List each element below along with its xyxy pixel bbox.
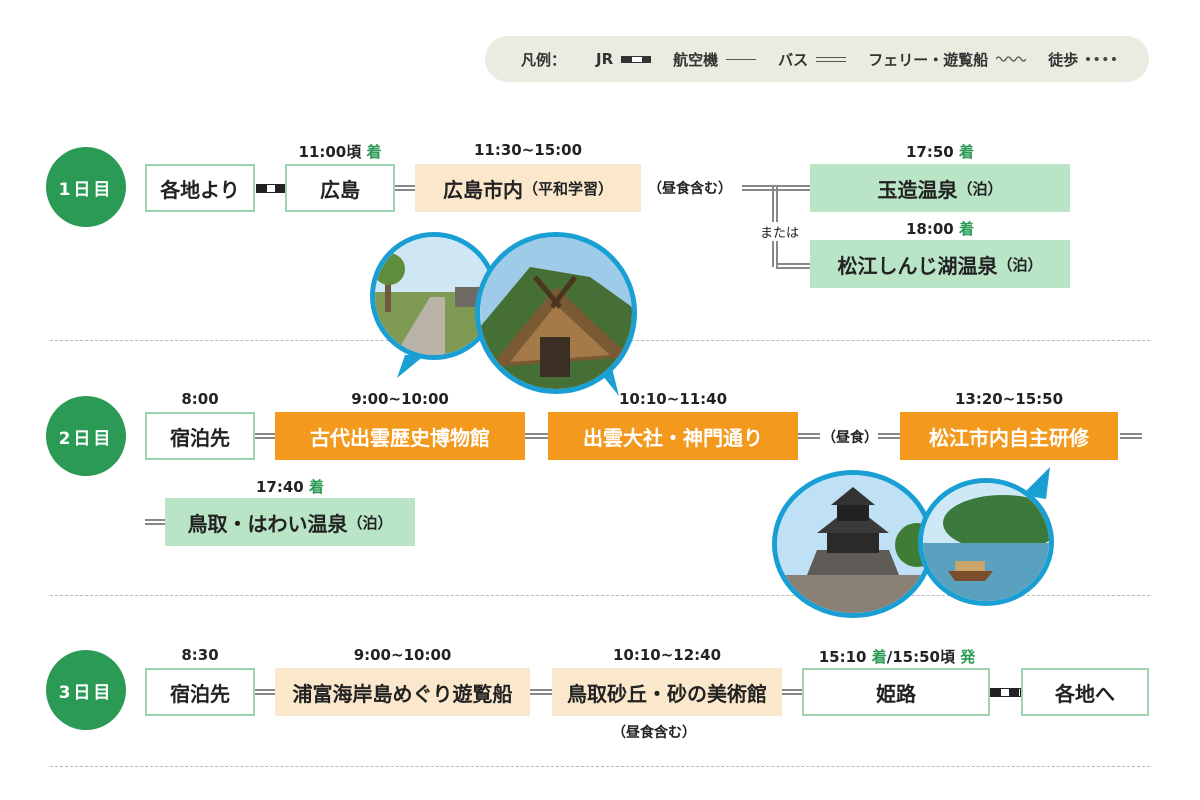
bus-connector [255, 433, 275, 439]
day3-himeji-box: 姫路 [802, 668, 990, 716]
bus-connector [1120, 433, 1142, 439]
photo-izumo-taisha [475, 232, 637, 394]
ferry-line-icon [996, 56, 1027, 62]
legend: 凡例： JR 航空機 バス フェリー・遊覧船 徒歩 [485, 36, 1149, 82]
jr-connector [990, 688, 1021, 697]
bus-connector [525, 433, 548, 439]
separator [50, 595, 1150, 596]
day3-dunes-box: 鳥取砂丘・砂の美術館 [552, 668, 782, 716]
day2-start-time: 8:00 [181, 390, 219, 408]
legend-bus: バス [778, 49, 847, 70]
day1-start-box: 各地より [145, 164, 255, 212]
day-2-badge: 2日目 [46, 396, 126, 476]
day3-start-box: 宿泊先 [145, 668, 255, 716]
day1-matsue-time: 18:00 着 [906, 220, 974, 238]
legend-walk: 徒歩 [1048, 49, 1117, 70]
legend-ferry: フェリー・遊覧船 [868, 49, 1027, 70]
day2-matsue-time: 13:20~15:50 [954, 390, 1064, 408]
day-1-badge: 1日目 [46, 147, 126, 227]
photo-museum-path [370, 232, 498, 360]
photo-horikawa-boat [918, 478, 1054, 606]
legend-plane: 航空機 [673, 49, 757, 70]
day1-lunch-note: （昼食含む） [648, 181, 732, 197]
day3-lunch-note: （昼食含む） [612, 725, 696, 741]
day3-cruise-time: 9:00~10:00 [353, 646, 452, 664]
day1-city-time: 11:30~15:00 [473, 141, 583, 159]
day1-city-box: 広島市内（平和学習） [415, 164, 641, 212]
photo-matsue-castle [772, 470, 934, 618]
separator [50, 766, 1150, 767]
walk-line-icon [1086, 57, 1117, 61]
day2-museum-time: 9:00~10:00 [351, 390, 449, 408]
bus-connector [798, 433, 820, 439]
day1-hiroshima-box: 広島 [285, 164, 395, 212]
day2-tottori-box: 鳥取・はわい温泉（泊） [165, 498, 415, 546]
day-3-badge: 3日目 [46, 650, 126, 730]
jr-line-icon [621, 55, 652, 63]
day3-end-box: 各地へ [1021, 668, 1149, 716]
bus-connector [776, 263, 810, 269]
bus-connector [530, 689, 552, 695]
day2-museum-box: 古代出雲歴史博物館 [275, 412, 525, 460]
photo-pointer-tail [1022, 467, 1050, 499]
day1-hiroshima-time: 11:00頃 着 [298, 143, 382, 161]
day1-tamatsukuri-time: 17:50 着 [906, 143, 974, 161]
bus-connector [782, 689, 802, 695]
day2-start-box: 宿泊先 [145, 412, 255, 460]
day2-matsue-box: 松江市内自主研修 [900, 412, 1118, 460]
bus-connector [145, 519, 165, 525]
bus-line-icon [816, 56, 847, 62]
day1-tamatsukuri-box: 玉造温泉（泊） [810, 164, 1070, 212]
bus-connector [878, 433, 900, 439]
day1-matsue-box: 松江しんじ湖温泉（泊） [810, 240, 1070, 288]
day2-tottori-time: 17:40 着 [256, 478, 324, 496]
day3-himeji-time: 15:10 着/15:50頃 発 [818, 648, 976, 666]
legend-title: 凡例： [521, 50, 567, 69]
day3-start-time: 8:30 [181, 646, 219, 664]
day1-or-note: または [758, 222, 802, 241]
bus-connector [395, 185, 415, 191]
day3-cruise-box: 浦富海岸島めぐり遊覧船 [275, 668, 530, 716]
day2-taisha-time: 10:10~11:40 [618, 390, 728, 408]
day2-lunch-note: （昼食） [822, 430, 878, 446]
plane-line-icon [726, 58, 757, 60]
legend-jr: JR [596, 50, 652, 68]
day3-dunes-time: 10:10~12:40 [612, 646, 722, 664]
bus-connector [255, 689, 275, 695]
jr-connector [256, 184, 285, 193]
day2-taisha-box: 出雲大社・神門通り [548, 412, 798, 460]
